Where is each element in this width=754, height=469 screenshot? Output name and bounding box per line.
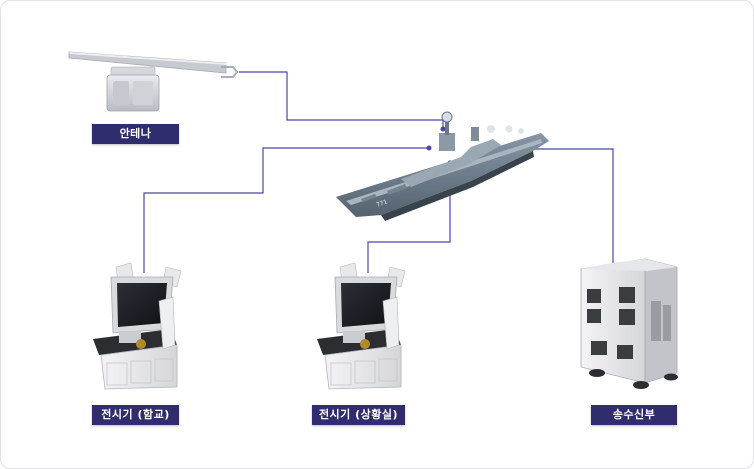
antenna-unit-icon bbox=[68, 51, 239, 112]
warship-icon: 771 bbox=[336, 111, 549, 221]
transceiver-cabinet-icon bbox=[580, 258, 678, 389]
console-bridge-label: 전시기 (함교) bbox=[92, 405, 179, 425]
link-console2-ship bbox=[367, 163, 451, 273]
connector-lines bbox=[143, 71, 614, 273]
console-situation-label: 전시기 (상황실) bbox=[312, 405, 405, 425]
antenna-label: 안테나 bbox=[92, 124, 179, 144]
transceiver-label: 송수신부 bbox=[591, 405, 677, 425]
link-console1-ship bbox=[143, 147, 429, 273]
display-console-icon bbox=[317, 262, 406, 390]
display-console-icon bbox=[93, 262, 182, 390]
svg-text:771: 771 bbox=[375, 198, 388, 209]
link-antenna-ship bbox=[239, 71, 444, 129]
